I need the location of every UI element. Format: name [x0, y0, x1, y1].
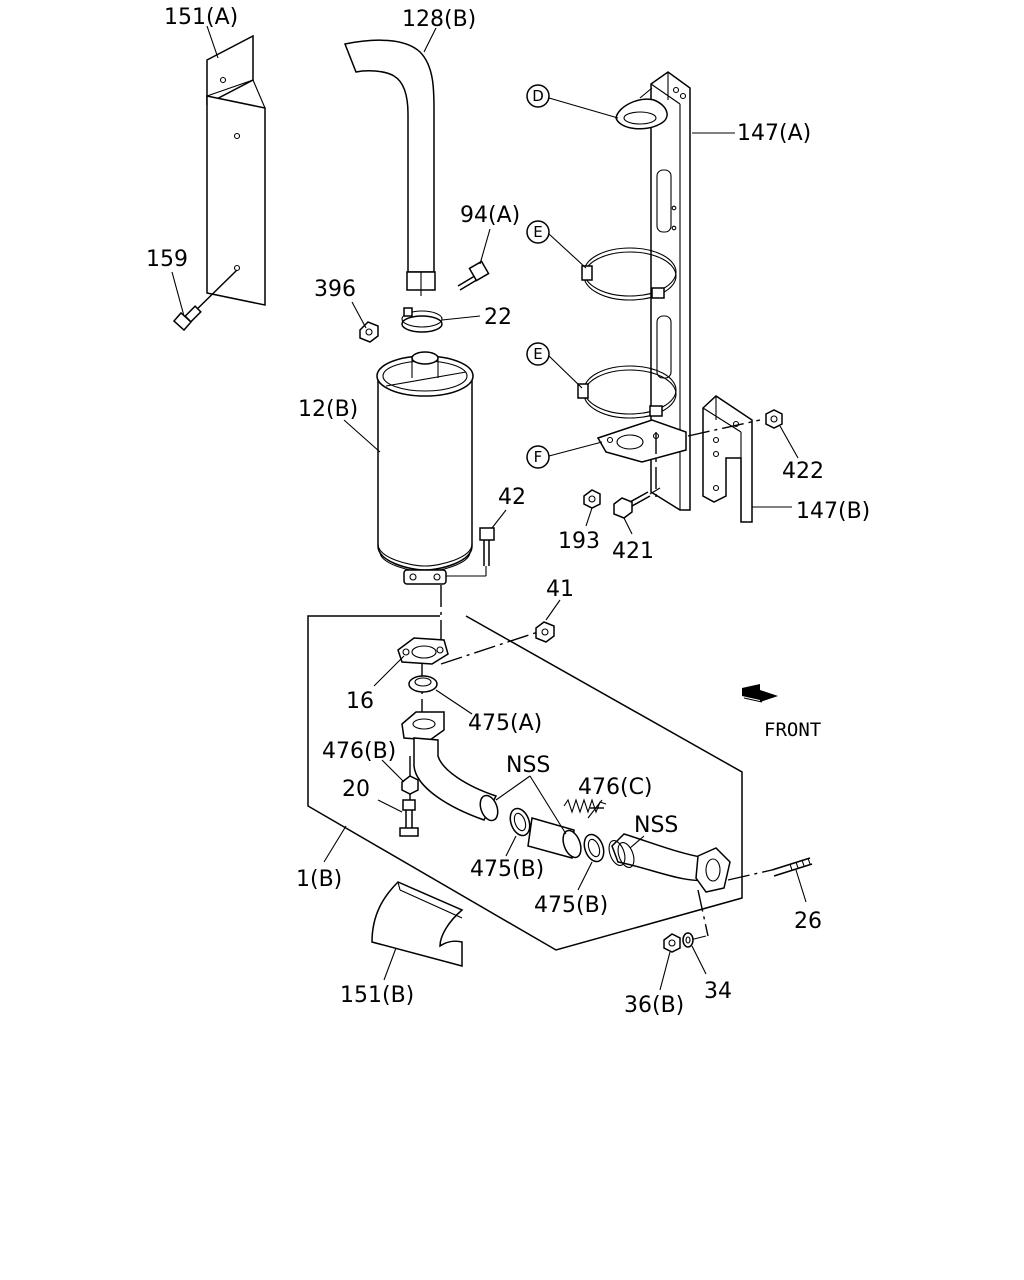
label-396: 396	[314, 277, 356, 302]
nut-422	[765, 409, 783, 429]
label-94a: 94(A)	[460, 203, 520, 228]
clamp-22	[401, 307, 443, 333]
bracket-147a	[577, 71, 691, 511]
label-34: 34	[704, 979, 732, 1004]
washer-34	[682, 932, 694, 948]
label-476c: 476(C)	[578, 775, 653, 800]
front-pipe-assembly	[401, 711, 731, 893]
nut-41	[535, 621, 555, 643]
callout-f: F	[526, 445, 550, 469]
label-36b: 36(B)	[624, 993, 684, 1018]
bolt-159	[172, 269, 238, 332]
stud-26	[771, 857, 813, 877]
label-151b: 151(B)	[340, 983, 414, 1008]
label-193: 193	[558, 529, 600, 554]
label-nss-1: NSS	[506, 753, 550, 778]
label-22: 22	[484, 305, 512, 330]
bolt-42	[446, 527, 495, 577]
label-front: FRONT	[764, 719, 821, 741]
bolt-94a	[457, 260, 490, 291]
front-direction-arrow	[742, 684, 778, 703]
bracket-147b	[702, 395, 753, 523]
bolt-20	[399, 799, 419, 837]
heat-shield-151b	[371, 881, 464, 967]
heat-shield-151a	[206, 34, 266, 306]
label-20: 20	[342, 777, 370, 802]
bolt-421	[613, 487, 661, 519]
tail-pipe-128b	[343, 39, 436, 296]
nut-193	[583, 489, 601, 509]
label-476b: 476(B)	[322, 739, 396, 764]
label-12b: 12(B)	[298, 397, 358, 422]
spring-476c	[563, 798, 607, 814]
label-128b: 128(B)	[402, 7, 476, 32]
label-422: 422	[782, 459, 824, 484]
nut-396	[359, 321, 379, 343]
label-nss-2: NSS	[634, 813, 678, 838]
label-421: 421	[612, 539, 654, 564]
label-26: 26	[794, 909, 822, 934]
assembly-1b-outline	[307, 615, 743, 951]
label-42: 42	[498, 485, 526, 510]
seal-475a	[408, 675, 438, 693]
label-159: 159	[146, 247, 188, 272]
label-1b: 1(B)	[296, 867, 342, 892]
callout-d-text: D	[532, 87, 544, 105]
label-475a: 475(A)	[468, 711, 542, 736]
centre-lines	[409, 419, 773, 941]
callout-e-upper: E	[526, 220, 550, 244]
label-475b-left: 475(B)	[470, 857, 544, 882]
gasket-16	[397, 637, 449, 665]
leader-lines	[171, 25, 807, 991]
muffler-12b	[376, 351, 474, 585]
label-147b: 147(B)	[796, 499, 870, 524]
label-16: 16	[346, 689, 374, 714]
label-41: 41	[546, 577, 574, 602]
label-475b-right: 475(B)	[534, 893, 608, 918]
callout-e-upper-text: E	[533, 223, 542, 241]
callout-d: D	[526, 84, 550, 108]
callout-e-lower: E	[526, 342, 550, 366]
nut-36b	[663, 933, 681, 953]
label-151a: 151(A)	[164, 5, 238, 30]
callout-e-lower-text: E	[533, 345, 542, 363]
label-147a: 147(A)	[737, 121, 811, 146]
nut-476b	[401, 775, 419, 795]
callout-f-text: F	[534, 448, 543, 466]
